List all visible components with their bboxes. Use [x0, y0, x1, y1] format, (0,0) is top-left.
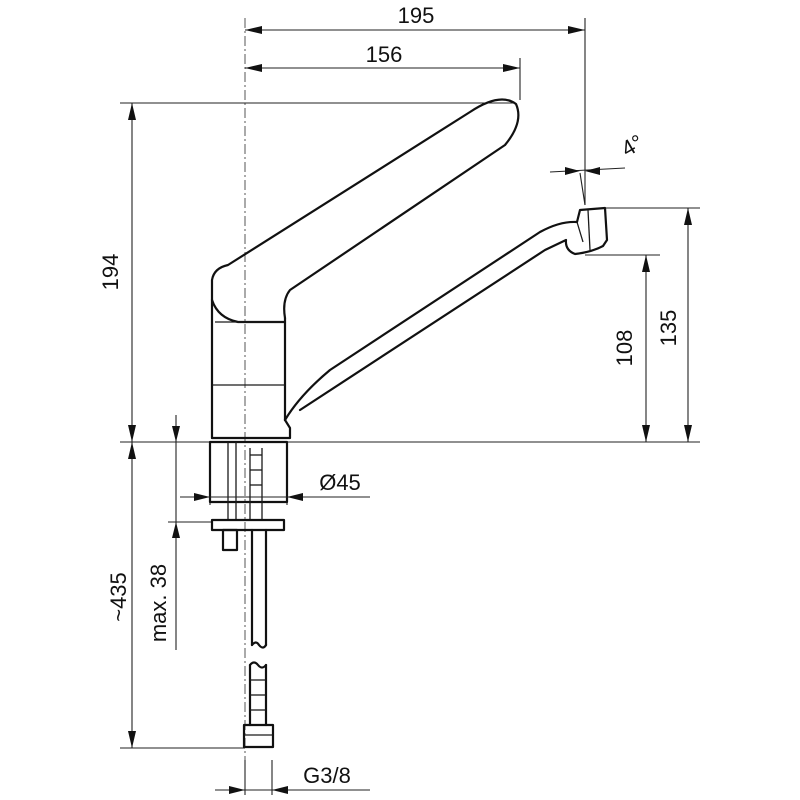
dim-handle-reach: 156: [366, 42, 403, 67]
dim-total-height: 194: [98, 254, 123, 291]
dim-outlet-height: 108: [612, 330, 637, 367]
dimension-lines: [128, 26, 692, 794]
dim-overall-reach: 195: [398, 3, 435, 28]
extension-lines: [120, 18, 700, 795]
dim-hose-length: ~435: [106, 572, 131, 622]
dim-thread: G3/8: [303, 763, 351, 788]
dim-spout-height: 135: [656, 310, 681, 347]
dim-angle: 4°: [617, 129, 648, 161]
dim-diameter: Ø45: [319, 470, 361, 495]
dim-max-thickness: max. 38: [146, 564, 171, 642]
mounting-assembly: [208, 440, 289, 749]
faucet-outline: [210, 98, 609, 440]
